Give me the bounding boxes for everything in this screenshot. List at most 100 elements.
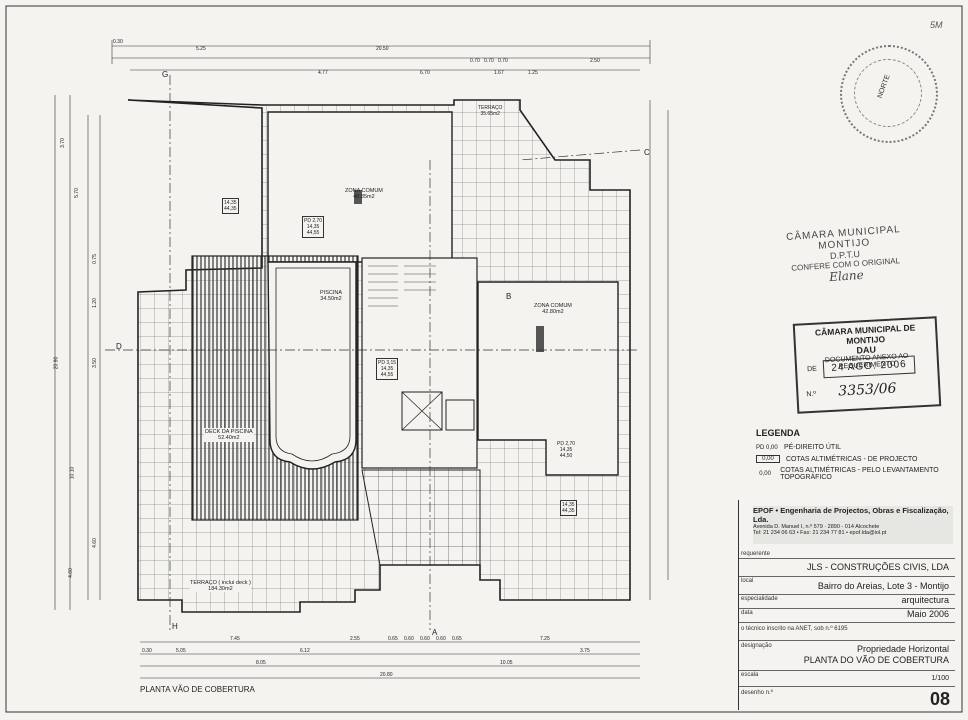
- legend-item: 0,00 COTAS ALTIMÉTRICAS - DE PROJECTO: [756, 455, 956, 463]
- stamp-no-label: N.º: [806, 390, 817, 399]
- stair-treads: [368, 265, 436, 307]
- north-seal: NORTE: [840, 45, 938, 143]
- dimension-label: 3.70: [59, 138, 66, 148]
- corner-note: 5M: [930, 20, 943, 30]
- dimension-label: 2.50: [590, 58, 600, 64]
- dimension-label: 3.50: [91, 358, 98, 368]
- dimension-label: 8.05: [256, 660, 266, 666]
- dimension-label: 0.30: [142, 648, 152, 654]
- dimension-label: 0.60: [436, 636, 446, 642]
- dimension-label: 5.05: [176, 648, 186, 654]
- tb-label: requerente: [741, 551, 771, 557]
- section-mark-d: D: [116, 342, 122, 351]
- firm-box: EPOF • Engenharia de Projectos, Obras e …: [753, 506, 953, 544]
- dimension-label: 10.10: [69, 466, 76, 480]
- dimension-label: 3.75: [580, 648, 590, 654]
- dimension-label: 0.70: [498, 58, 508, 64]
- legend: LEGENDA PD 0,00 PÉ-DIREITO ÚTIL 0,00 COT…: [756, 428, 956, 485]
- tb-tecnico: o técnico inscrito na ANET, sob n.º 6195: [741, 626, 848, 632]
- section-mark-g: G: [162, 70, 169, 79]
- column: [354, 190, 362, 204]
- title-block: EPOF • Engenharia de Projectos, Obras e …: [738, 500, 955, 710]
- stamp-de-label: DE: [806, 365, 818, 374]
- tb-row-data: data Maio 2006: [739, 608, 955, 621]
- tb-local: Bairro do Areias, Lote 3 - Montijo: [817, 581, 949, 591]
- stamp-date: 24 AGO. 2006: [822, 355, 916, 379]
- legend-symbol: 0,00: [756, 455, 780, 463]
- dimension-label: 10.05: [500, 660, 513, 666]
- tb-row-local: local Bairro do Areias, Lote 3 - Montijo: [739, 576, 955, 593]
- dimension-label: 0.65: [388, 636, 398, 642]
- legend-symbol: 0,00: [759, 471, 771, 477]
- sheet-border: [5, 5, 963, 713]
- dimension-lines-left: [54, 95, 101, 610]
- dimension-label: 20.80: [380, 672, 393, 678]
- tb-label: desenho n.º: [741, 690, 773, 696]
- dimension-label: 4.60: [67, 568, 74, 578]
- dimension-label: 4.60: [91, 538, 98, 548]
- dimension-label: 1.67: [494, 70, 504, 76]
- section-mark-b: B: [506, 292, 512, 301]
- dimension-lines-top: [111, 40, 651, 71]
- firm-address: Avenida D. Manuel I, n.º 579 · 2890 - 01…: [753, 524, 880, 530]
- drawing-number: 08: [929, 689, 950, 709]
- legend-text: COTAS ALTIMÉTRICAS - PELO LEVANTAMENTO T…: [780, 467, 939, 481]
- elevator-shaft: [401, 391, 443, 431]
- dimension-label: 0.70: [484, 58, 494, 64]
- tb-label: data: [741, 610, 753, 616]
- room-terraco: TERRAÇO ( inclui deck )184.30m2: [190, 580, 251, 592]
- tb-label: local: [741, 578, 754, 584]
- dimension-label: 0.30: [113, 39, 123, 45]
- dau-stamp: CÂMARA MUNICIPAL DE MONTIJO DAU DOCUMENT…: [792, 316, 942, 414]
- legend-item: 0,00 COTAS ALTIMÉTRICAS - PELO LEVANTAME…: [756, 467, 956, 481]
- firm-name: EPOF • Engenharia de Projectos, Obras e …: [753, 506, 949, 524]
- dimension-label: 1.20: [91, 298, 98, 308]
- tb-row-desenho: desenho n.º: [739, 686, 955, 709]
- tb-label: especialidade: [741, 596, 778, 602]
- dimension-label: 20.50: [376, 46, 389, 52]
- section-mark-h: H: [172, 622, 178, 631]
- dimension-lines-bottom: [140, 641, 640, 679]
- section-mark-c: C: [644, 148, 650, 157]
- zona-comum-2-outline: [477, 281, 619, 476]
- tb-designacao-2: PLANTA DO VÃO DE COBERTURA: [803, 655, 949, 665]
- dimension-label: 0.60: [404, 636, 414, 642]
- legend-title: LEGENDA: [756, 428, 801, 438]
- pool-inner-outline: [275, 267, 351, 462]
- dimension-label: 1.25: [528, 70, 538, 76]
- zona-comum-1-outline: [267, 111, 453, 263]
- dimension-label: 0.75: [91, 254, 98, 264]
- firm-contacts: Tel: 21 234 06 63 • Fax: 21 234 77 81 • …: [753, 530, 887, 536]
- dimension-label: 6.70: [420, 70, 430, 76]
- dimension-label: 5.70: [73, 188, 80, 198]
- legend-item: PD 0,00 PÉ-DIREITO ÚTIL: [756, 444, 956, 451]
- tb-especialidade: arquitectura: [901, 595, 949, 605]
- section-mark-a: A: [432, 628, 438, 637]
- plan-title: PLANTA VÃO DE COBERTURA: [140, 685, 255, 694]
- tb-row-requerente: requerente JLS - CONSTRUÇÕES CIVIS, LDA: [739, 551, 955, 575]
- tb-row-especialidade: especialidade arquitectura: [739, 594, 955, 607]
- dimension-label: 0.65: [452, 636, 462, 642]
- tb-row-escala: escala 1/100: [739, 670, 955, 685]
- pool-outline: [267, 261, 357, 470]
- stair-core: [361, 257, 478, 469]
- terrace-lower-slab: [361, 469, 481, 566]
- tb-designacao-1: Propriedade Horizontal: [856, 644, 949, 654]
- legend-text: PÉ-DIREITO ÚTIL: [784, 444, 842, 451]
- dimension-label: 0.70: [470, 58, 480, 64]
- dimension-label: 2.55: [350, 636, 360, 642]
- dimension-lines-right: [649, 100, 669, 600]
- legend-text: COTAS ALTIMÉTRICAS - DE PROJECTO: [786, 455, 918, 463]
